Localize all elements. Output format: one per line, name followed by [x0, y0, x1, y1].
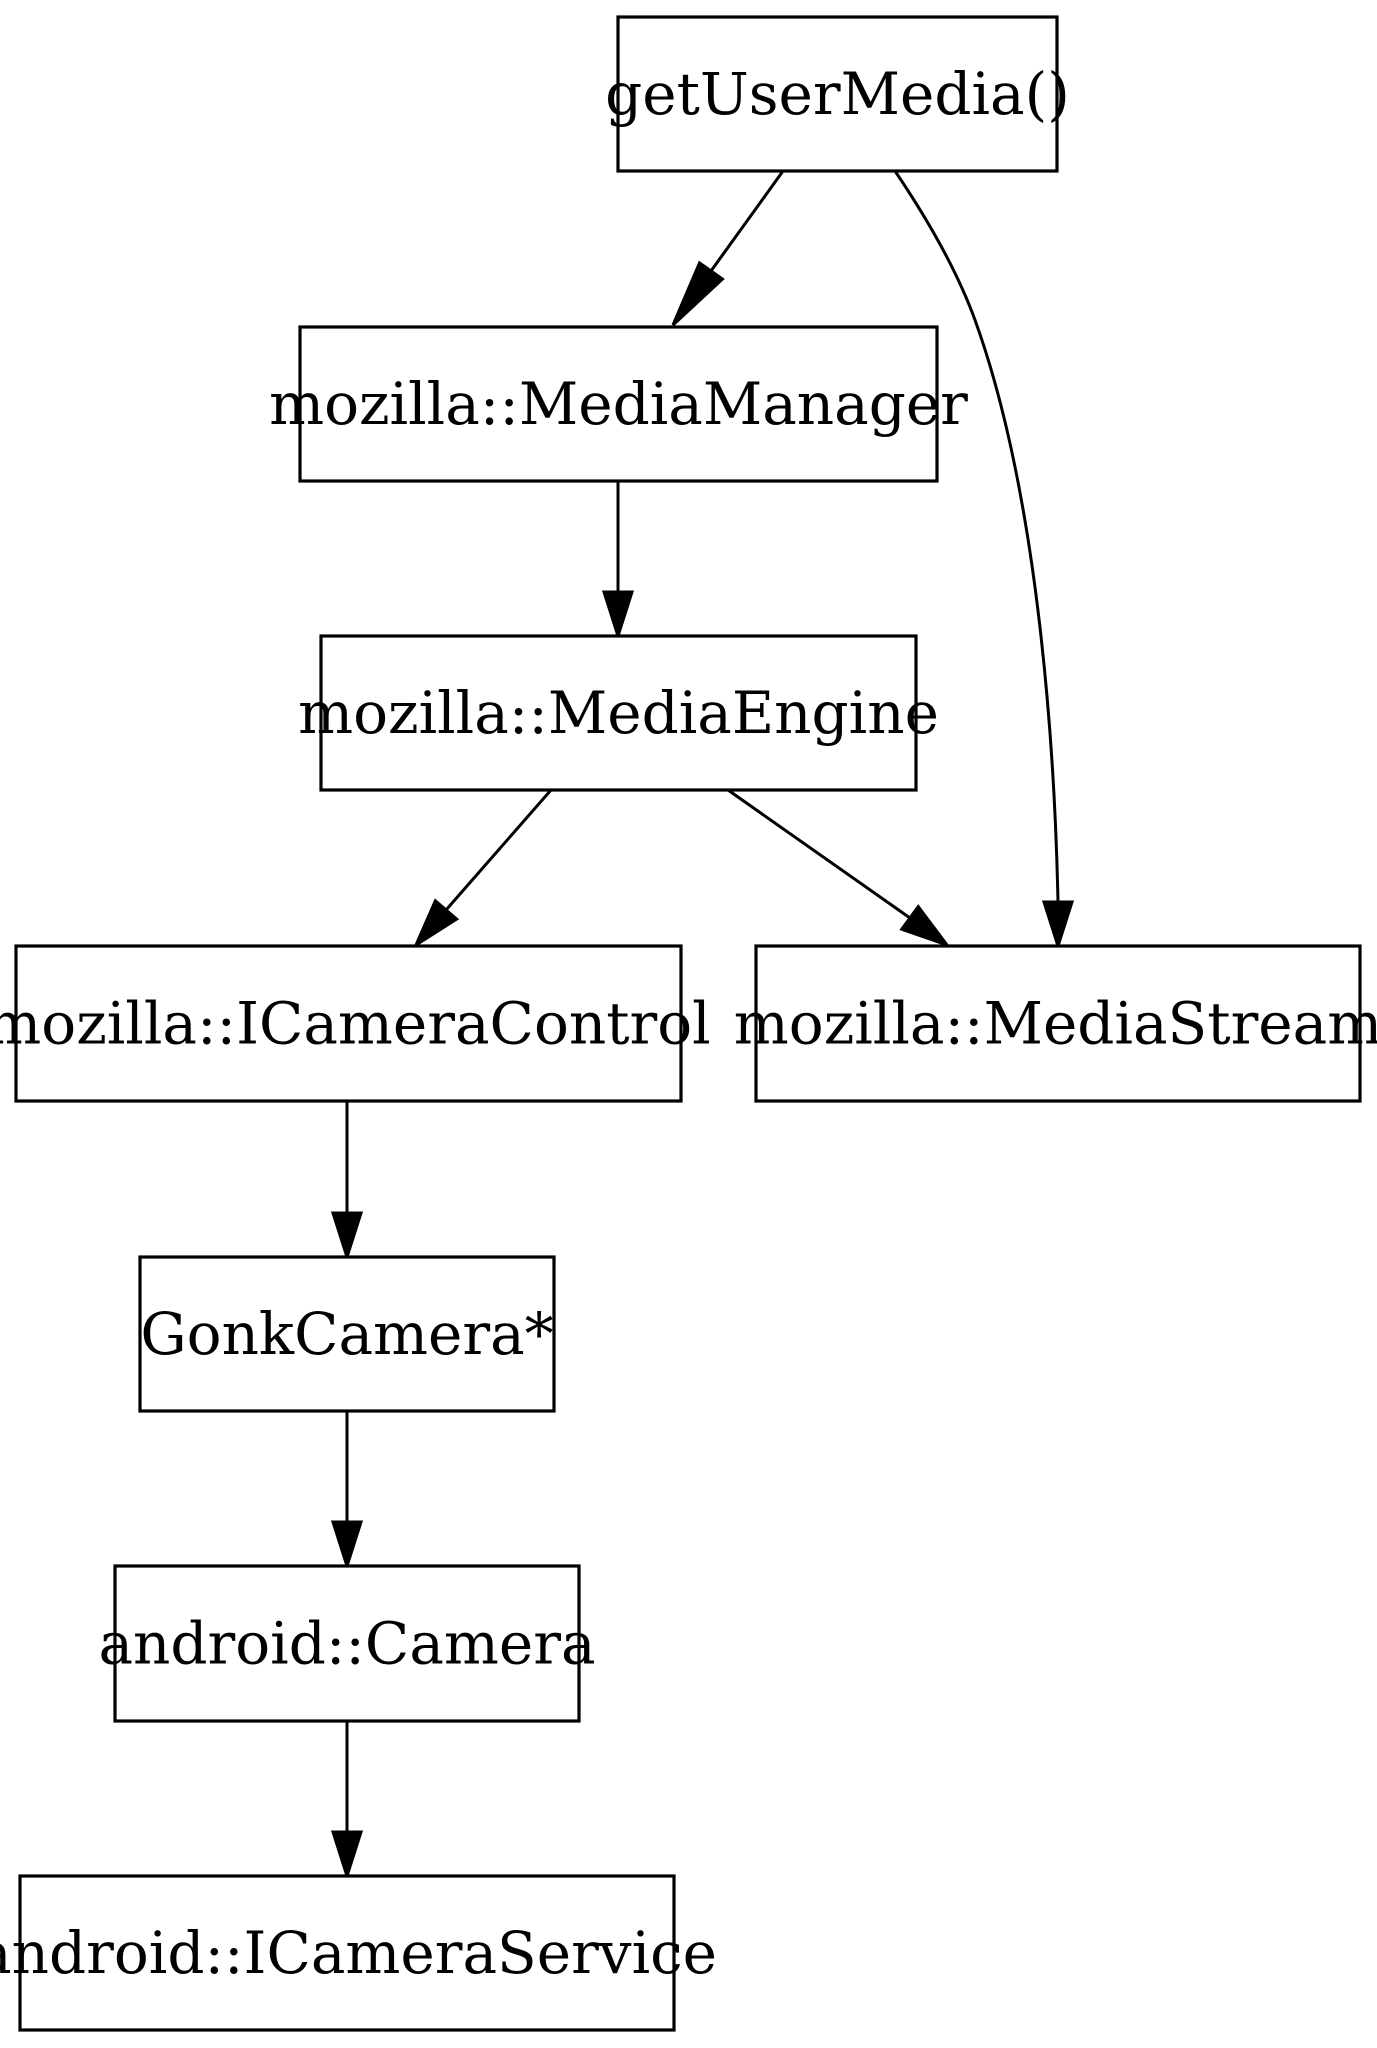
- arrowhead-icon: [601, 590, 635, 641]
- arrowhead-icon: [330, 1520, 364, 1571]
- node-androidcamera: android::Camera: [98, 1564, 596, 1723]
- edge-line: [444, 789, 553, 911]
- edges-layer: [330, 170, 1075, 1881]
- arrowhead-icon: [330, 1830, 364, 1881]
- edge-mediaengine-to-mediastream: [727, 788, 952, 949]
- edge-gonkcamera-to-androidcamera: [330, 1411, 364, 1571]
- node-label: GonkCamera*: [140, 1300, 553, 1368]
- arrowhead-icon: [330, 1211, 364, 1262]
- node-mediamanager: mozilla::MediaManager: [269, 325, 968, 483]
- node-label: getUserMedia(): [605, 60, 1070, 128]
- node-icameracontrol: mozilla::ICameraControl: [0, 944, 711, 1103]
- node-icameraservice: android::ICameraService: [0, 1874, 717, 2032]
- node-gonkcamera: GonkCamera*: [138, 1255, 556, 1413]
- node-mediastream: mozilla::MediaStream: [734, 944, 1377, 1103]
- edge-mediaengine-to-icameracontrol: [412, 789, 553, 949]
- node-box: [113, 1564, 581, 1723]
- edge-line: [709, 170, 785, 272]
- arrowhead-icon: [412, 898, 460, 949]
- edge-androidcamera-to-icameraservice: [330, 1721, 364, 1881]
- edge-getusermedia-to-mediastream: [893, 170, 1075, 951]
- node-box: [616, 15, 1059, 173]
- edge-mediamanager-to-mediaengine: [601, 481, 635, 641]
- node-box: [298, 325, 939, 483]
- node-box: [18, 1874, 676, 2032]
- edge-line: [893, 170, 1060, 903]
- node-label: mozilla::MediaStream: [734, 990, 1377, 1058]
- arrowhead-icon: [899, 904, 952, 949]
- node-label: mozilla::MediaEngine: [298, 679, 939, 747]
- node-label: mozilla::ICameraControl: [0, 990, 711, 1058]
- node-box: [14, 944, 683, 1103]
- node-box: [319, 634, 918, 792]
- arrowhead-icon: [1041, 900, 1075, 951]
- node-box: [754, 944, 1362, 1103]
- nodes-layer: getUserMedia()mozilla::MediaManagermozil…: [0, 15, 1377, 2032]
- node-getusermedia: getUserMedia(): [605, 15, 1070, 173]
- node-box: [138, 1255, 556, 1413]
- edge-line: [727, 788, 911, 920]
- node-label: android::ICameraService: [0, 1919, 717, 1987]
- node-label: android::Camera: [98, 1610, 595, 1678]
- node-label: mozilla::MediaManager: [269, 370, 968, 438]
- edge-getusermedia-to-mediamanager: [671, 170, 785, 327]
- edge-icameracontrol-to-gonkcamera: [330, 1101, 364, 1262]
- arrowhead-icon: [671, 260, 725, 327]
- node-mediaengine: mozilla::MediaEngine: [298, 634, 939, 792]
